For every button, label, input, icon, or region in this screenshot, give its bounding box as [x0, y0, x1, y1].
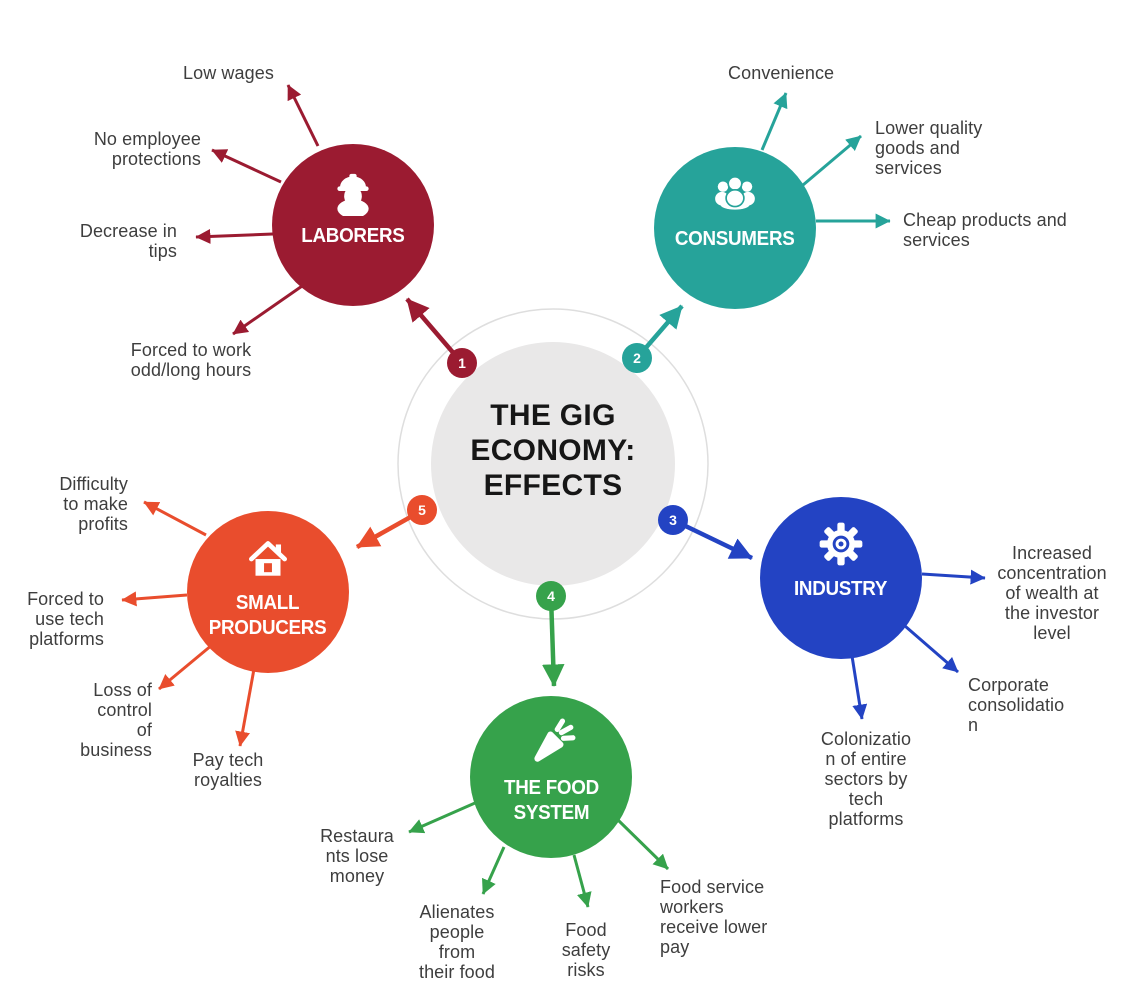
- effect-wealth-concentration: Increased concentration of wealth at the…: [997, 543, 1107, 643]
- arrow-industry-wealth-concentration: [921, 569, 986, 585]
- effect-no-protections: No employee protections: [93, 129, 201, 169]
- category-label-food-system: THE FOOD SYSTEM: [503, 777, 599, 824]
- badge-1: 1: [447, 348, 477, 378]
- effect-alienates-people: Alienates people from their food: [418, 902, 496, 982]
- effect-workers-lower-pay: Food service workers receive lower pay: [660, 877, 768, 957]
- carrot-icon: [526, 718, 576, 768]
- badge-3: 3: [658, 505, 688, 535]
- center-circle: [431, 342, 675, 586]
- effect-convenience: Convenience: [728, 63, 835, 83]
- category-circle-laborers: LABORERS: [272, 144, 434, 306]
- effect-lower-quality: Lower quality goods and services: [875, 118, 983, 178]
- effect-difficulty-profits: Difficulty to make profits: [59, 474, 128, 534]
- arrow-industry-corporate-consolidation: [904, 624, 959, 674]
- effect-loss-control: Loss of control of business: [80, 680, 152, 760]
- category-label-small-producers: SMALL PRODUCERS: [209, 592, 327, 639]
- effect-food-safety: Food safety risks: [561, 920, 611, 980]
- category-label-laborers: LABORERS: [301, 225, 405, 247]
- effect-corporate-consolidation: Corporate consolidatio n: [968, 675, 1065, 735]
- category-circle-small-producers: SMALL PRODUCERS: [187, 511, 349, 673]
- arrow-laborers-no-protections: [211, 148, 282, 184]
- effect-low-wages: Low wages: [183, 63, 274, 83]
- arrow-producers-royalties: [235, 668, 256, 747]
- arrow-food-workers-pay: [616, 818, 670, 871]
- arrow-consumers-lower-quality: [802, 134, 862, 187]
- arrow-producers-forced-platforms: [121, 591, 188, 607]
- category-circle-industry: INDUSTRY: [760, 497, 922, 659]
- category-circle-consumers: CONSUMERS: [654, 147, 816, 309]
- effect-forced-platforms: Forced to use tech platforms: [27, 589, 104, 649]
- badge-2: 2: [622, 343, 652, 373]
- effect-colonization: Colonizatio n of entire sectors by tech …: [820, 729, 912, 829]
- arrow-producers-loss-control: [158, 643, 213, 691]
- effect-pay-royalties: Pay tech royalties: [192, 750, 264, 790]
- effect-cheap-products: Cheap products and services: [903, 210, 1067, 250]
- badge-4: 4: [536, 581, 566, 611]
- arrow-food-restaurants: [408, 801, 476, 834]
- effect-odd-hours: Forced to work odd/long hours: [130, 340, 252, 380]
- people-group-icon: [709, 169, 761, 219]
- arrow-laborers-decrease-tips: [195, 228, 274, 244]
- arrow-food-alienates: [481, 846, 506, 895]
- arrow-food-safety: [572, 854, 592, 908]
- arrow-laborers-low-wages: [286, 84, 320, 147]
- arrow-laborers-odd-hours: [232, 282, 306, 336]
- house-icon: [243, 533, 293, 583]
- category-label-industry: INDUSTRY: [794, 578, 888, 600]
- category-label-consumers: CONSUMERS: [675, 228, 795, 250]
- arrow-consumers-convenience: [760, 92, 788, 151]
- arrow-producers-difficulty: [143, 500, 207, 537]
- page-title: THE GIG ECONOMY: EFFECTS: [470, 399, 636, 502]
- worker-icon: [328, 166, 378, 216]
- gear-icon: [816, 519, 866, 569]
- arrow-badge4-food: [542, 595, 565, 687]
- arrow-industry-colonization: [850, 655, 868, 720]
- effect-decrease-tips: Decrease in tips: [79, 221, 177, 261]
- badge-5: 5: [407, 495, 437, 525]
- effect-restaurants-lose: Restaura nts lose money: [320, 826, 394, 886]
- category-circle-food-system: THE FOOD SYSTEM: [470, 696, 632, 858]
